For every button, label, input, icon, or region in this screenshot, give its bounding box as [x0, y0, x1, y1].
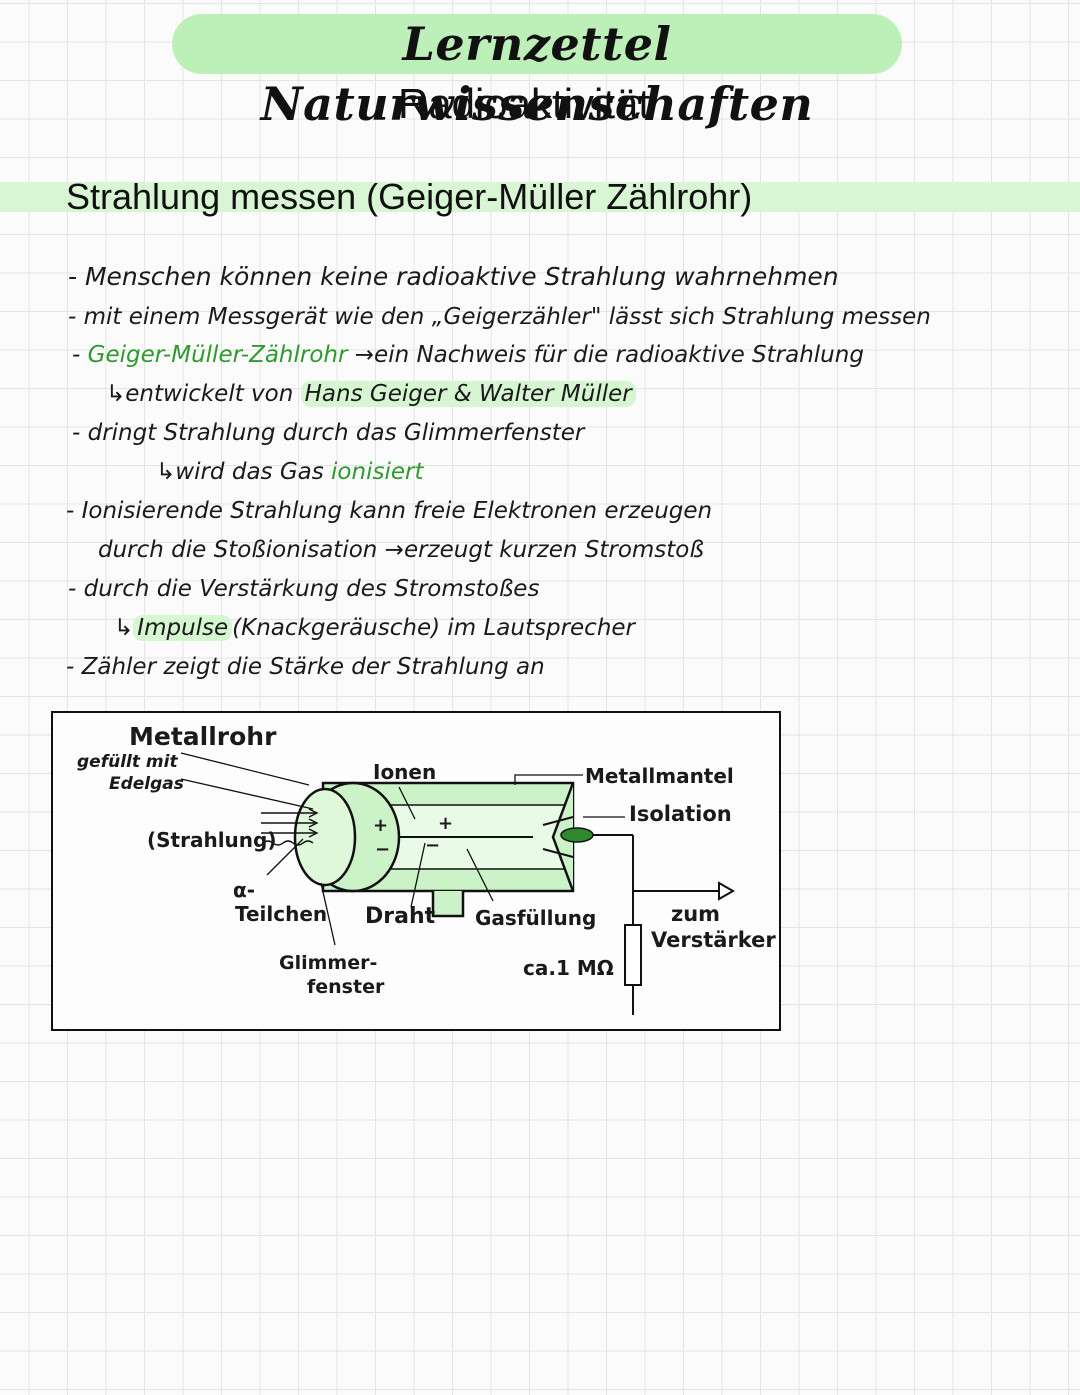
leader-alpha	[266, 838, 304, 876]
section-title: Strahlung messen (Geiger-Müller Zählrohr…	[66, 176, 753, 217]
label-teilchen: Teilchen	[235, 902, 327, 926]
note-line-8: durch die Stoßionisation →erzeugt kurzen…	[98, 537, 704, 563]
section-highlight-band	[0, 182, 1080, 212]
note-line-7: - Ionisierende Strahlung kann freie Elek…	[66, 498, 713, 524]
ion-plus-2: +	[438, 813, 453, 834]
note-line-2: - mit einem Messgerät wie den „Geigerzäh…	[68, 304, 931, 330]
amplifier-arrow-icon	[718, 881, 736, 901]
note-line-6: ↳wird das Gas ionisiert	[156, 459, 423, 485]
label-verstaerker: Verstärker	[651, 928, 776, 952]
label-gasfuellung: Gasfüllung	[475, 906, 596, 930]
label-metallrohr: Metallrohr	[129, 722, 277, 751]
note-line-10-rest: (Knackgeräusche) im Lautsprecher	[232, 615, 636, 641]
note-line-6-prefix: ↳wird das Gas	[156, 459, 332, 485]
geiger-counter-svg: + + − − Metallrohr gefüllt mit Edelgas (…	[77, 722, 776, 1015]
label-widerstand: ca.1 MΩ	[523, 956, 614, 980]
resistor	[624, 924, 642, 986]
leader-ionen	[398, 786, 416, 820]
ion-plus-1: +	[373, 815, 388, 836]
glimmer-window	[293, 787, 357, 887]
note-highlight-inventors: Hans Geiger & Walter Müller	[300, 381, 636, 407]
note-term-geiger-mueller: Geiger-Müller-Zählrohr	[87, 342, 348, 368]
ion-minus-1: −	[375, 839, 390, 860]
note-highlight-impulse: Impulse	[133, 615, 233, 641]
page-title: Lernzettel Naturwissenschaften	[172, 14, 902, 131]
note-line-3: - Geiger-Müller-Zählrohr →ein Nachweis f…	[72, 342, 864, 368]
page-subtitle: Radioaktivität	[397, 80, 651, 127]
label-alpha: α-	[233, 878, 255, 902]
leader-edelgas	[180, 778, 314, 810]
insulation-plug	[560, 827, 594, 843]
note-line-9: - durch die Verstärkung des Stromstoßes	[68, 576, 540, 602]
note-line-10: ↳Impulse(Knackgeräusche) im Lautsprecher	[114, 615, 635, 641]
leader-glimmerfenster	[320, 882, 336, 946]
label-isolation: Isolation	[629, 802, 732, 826]
tube-end-cone	[542, 816, 574, 858]
label-strahlung: (Strahlung)	[147, 828, 277, 852]
note-line-5: - dringt Strahlung durch das Glimmerfens…	[72, 420, 585, 446]
label-zum: zum	[671, 902, 720, 926]
geiger-counter-diagram: + + − − Metallrohr gefüllt mit Edelgas (…	[51, 711, 781, 1031]
label-ionen: Ionen	[373, 760, 436, 784]
note-line-4-prefix: ↳entwickelt von	[106, 381, 301, 407]
leader-metallmantel	[514, 774, 583, 785]
leader-gasfuellung	[466, 848, 494, 902]
note-line-3-dash: -	[72, 342, 88, 368]
radiation-arrowheads	[308, 808, 319, 838]
tube-bottom-stub	[431, 891, 465, 918]
radiation-wave	[262, 840, 314, 846]
note-term-ionisiert: ionisiert	[331, 459, 424, 485]
label-metallmantel: Metallmantel	[585, 764, 734, 788]
label-edelgas: Edelgas	[109, 774, 184, 794]
note-line-4: ↳entwickelt von Hans Geiger & Walter Mül…	[106, 381, 636, 407]
label-gefuellt-mit: gefüllt mit	[77, 752, 178, 772]
label-glimmer: Glimmer-	[279, 952, 377, 974]
note-line-10-prefix: ↳	[114, 615, 134, 641]
label-draht: Draht	[365, 904, 436, 929]
label-fenster: fenster	[307, 976, 385, 998]
note-line-11: - Zähler zeigt die Stärke der Strahlung …	[66, 654, 545, 680]
leader-metallrohr	[180, 752, 310, 786]
note-line-3-rest: →ein Nachweis für die radioaktive Strahl…	[347, 342, 864, 368]
leader-draht	[410, 842, 426, 908]
note-line-1: - Menschen können keine radioaktive Stra…	[68, 262, 839, 291]
ion-minus-2: −	[425, 835, 440, 856]
